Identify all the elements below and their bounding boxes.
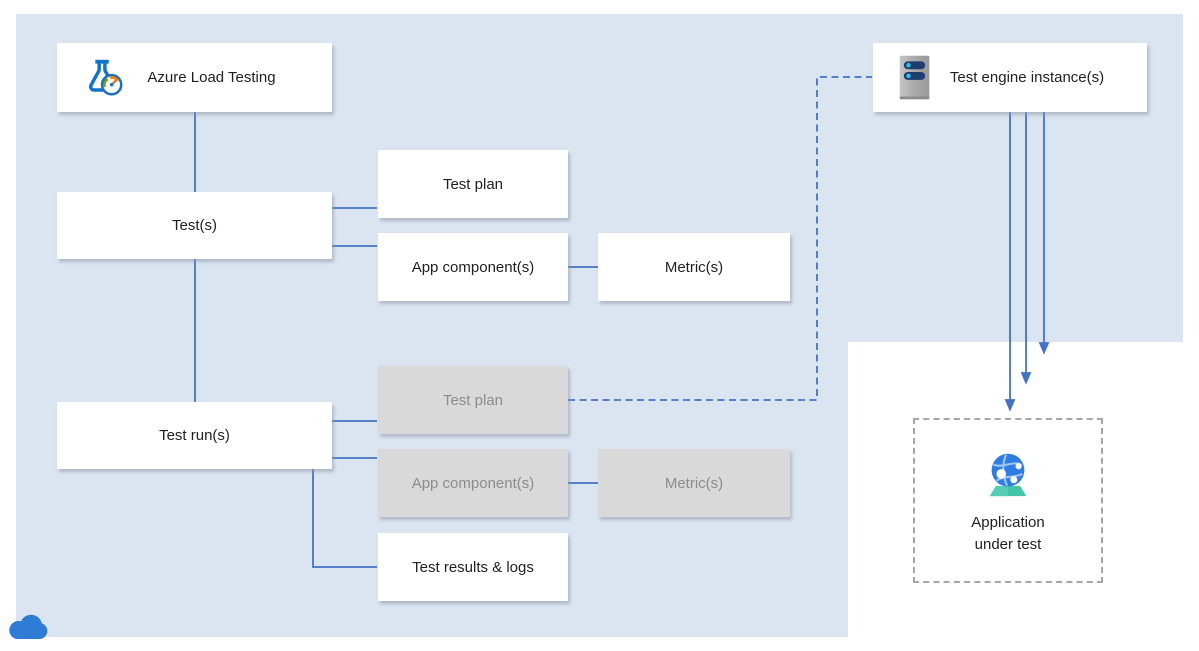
node-run-metrics: Metric(s) bbox=[598, 449, 790, 517]
node-azure-load-testing: Azure Load Testing bbox=[57, 43, 332, 112]
azure-cloud-icon bbox=[7, 610, 49, 642]
node-test-plan: Test plan bbox=[378, 150, 568, 218]
node-tests: Test(s) bbox=[57, 192, 332, 259]
node-app-components: App component(s) bbox=[378, 233, 568, 301]
node-application-under-test: Application under test bbox=[913, 418, 1103, 583]
node-label: Test(s) bbox=[172, 217, 217, 234]
node-label: Test plan bbox=[442, 391, 504, 409]
node-label: Azure Load Testing bbox=[147, 69, 276, 86]
node-label: App component(s) bbox=[411, 474, 535, 492]
node-run-app-components: App component(s) bbox=[378, 449, 568, 517]
node-run-test-plan: Test plan bbox=[378, 366, 568, 434]
node-label: Test run(s) bbox=[159, 427, 230, 444]
node-label: Application under test bbox=[971, 513, 1045, 553]
node-test-engine-instances: Test engine instance(s) bbox=[873, 43, 1147, 112]
node-label: App component(s) bbox=[411, 258, 535, 276]
load-testing-icon bbox=[80, 55, 126, 101]
node-label: Test engine instance(s) bbox=[949, 69, 1105, 86]
server-icon bbox=[896, 54, 933, 101]
node-metrics: Metric(s) bbox=[598, 233, 790, 301]
globe-icon bbox=[977, 446, 1039, 504]
node-label: Test results & logs bbox=[412, 558, 534, 576]
node-test-runs: Test run(s) bbox=[57, 402, 332, 469]
node-label: Metric(s) bbox=[664, 258, 724, 276]
node-label: Metric(s) bbox=[664, 474, 724, 492]
node-label: Test plan bbox=[442, 175, 504, 193]
node-test-results-logs: Test results & logs bbox=[378, 533, 568, 601]
